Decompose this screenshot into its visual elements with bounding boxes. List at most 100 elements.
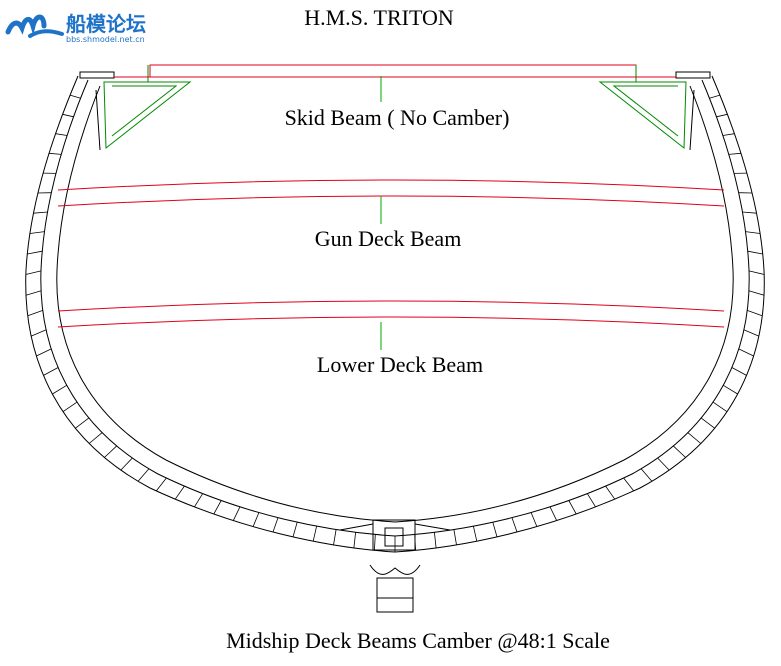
plank-tick: [232, 506, 241, 521]
plank-tick: [530, 512, 538, 527]
plank-tick: [473, 526, 478, 542]
gun-deck-beam-top: [57, 179, 725, 191]
skid-beam-top: [149, 64, 637, 78]
gun-deck-beam: [57, 179, 725, 207]
left-knee-outer: [103, 81, 192, 150]
plank-tick: [312, 526, 317, 542]
plank-tick: [27, 250, 43, 255]
plank-tick: [722, 133, 735, 136]
gun-deck-beam-label: Gun Deck Beam: [315, 226, 462, 251]
plank-tick: [747, 310, 763, 317]
plank-tick: [43, 367, 59, 376]
plank-tick: [743, 329, 759, 337]
plank-tick: [52, 384, 67, 395]
plank-tick: [333, 529, 337, 545]
plank-tick: [687, 432, 702, 444]
plank-tick: [492, 522, 498, 538]
plank-tick: [748, 270, 765, 275]
plank-tick: [48, 152, 62, 155]
plank-tick: [586, 493, 596, 508]
plank-tick: [434, 532, 437, 548]
plank-tick: [738, 348, 754, 357]
right-knee: [598, 81, 695, 151]
plank-tick: [252, 512, 260, 527]
keel-block: [376, 577, 414, 613]
lower-deck-beam-top: [57, 300, 725, 312]
plank-tick: [549, 506, 558, 521]
plank-tick: [568, 500, 577, 515]
plank-tick: [728, 152, 742, 155]
plank-tick: [213, 500, 222, 515]
left-knee-post: [95, 89, 101, 151]
plank-tick: [623, 477, 635, 492]
plank-tick: [104, 445, 117, 458]
hull-outline: [25, 75, 765, 553]
planking-ticks: [25, 94, 765, 552]
logo-url-text: bbs.shmodel.net.cn: [66, 35, 145, 44]
plank-tick: [292, 522, 298, 538]
right-knee-post: [689, 89, 695, 151]
plank-tick: [33, 211, 48, 214]
plank-tick: [62, 113, 74, 118]
plank-tick: [155, 477, 167, 492]
left-rail: [79, 71, 115, 79]
lower-deck-beam-label: Lower Deck Beam: [317, 352, 483, 377]
plank-tick: [723, 384, 738, 395]
plank-tick: [174, 485, 185, 500]
plank-tick: [36, 348, 52, 357]
plank-tick: [709, 94, 721, 99]
plank-tick: [88, 432, 103, 444]
plank-tick: [640, 468, 653, 482]
plank-tick: [62, 401, 78, 413]
forum-logo: 船模论坛 bbs.shmodel.net.cn: [5, 12, 146, 44]
plank-tick: [31, 329, 47, 337]
hull-inner-line: [56, 85, 734, 523]
skid-beam: [79, 64, 711, 82]
left-knee: [95, 81, 192, 151]
floor-timbers: [339, 523, 451, 531]
plank-tick: [374, 534, 376, 551]
left-knee-inner: [111, 85, 178, 137]
plank-tick: [748, 290, 765, 296]
hull-middle-line: [40, 79, 750, 537]
hull-outer-line: [25, 75, 765, 553]
keel: [339, 519, 451, 613]
plank-tick: [75, 417, 90, 429]
plank-tick: [742, 211, 757, 214]
drawing-caption: Midship Deck Beams Camber @48:1 Scale: [226, 628, 610, 653]
gun-deck-beam-bottom: [57, 195, 725, 207]
plank-tick: [605, 485, 616, 500]
plank-tick: [272, 517, 279, 533]
lower-deck-beam: [57, 300, 725, 328]
plank-tick: [747, 250, 763, 255]
keel-rabbet: [369, 564, 421, 575]
plank-tick: [700, 417, 715, 429]
right-knee-inner: [612, 85, 679, 137]
plank-tick: [453, 529, 457, 545]
plank-tick: [673, 445, 686, 458]
plank-tick: [29, 231, 45, 234]
right-knee-outer: [598, 81, 687, 150]
plank-tick: [69, 94, 81, 99]
plank-tick: [120, 457, 133, 471]
plank-tick: [353, 532, 356, 548]
plank-tick: [27, 310, 43, 317]
plank-tick: [511, 517, 518, 533]
plank-tick: [745, 231, 761, 234]
logo-text: 船模论坛: [66, 12, 146, 36]
plank-tick: [731, 367, 747, 376]
skid-beam-label: Skid Beam ( No Camber): [285, 105, 510, 130]
plank-tick: [657, 457, 670, 471]
plank-tick: [716, 113, 728, 118]
plank-tick: [712, 401, 728, 413]
plank-tick: [25, 270, 42, 275]
lower-deck-beam-bottom: [57, 316, 725, 328]
drawing-title: H.M.S. TRITON: [304, 5, 454, 30]
plank-tick: [25, 290, 42, 296]
keelson-block: [372, 519, 416, 551]
keelson-inner: [384, 527, 404, 547]
right-rail: [675, 71, 711, 79]
plank-tick: [194, 493, 204, 508]
plank-tick: [55, 133, 68, 136]
